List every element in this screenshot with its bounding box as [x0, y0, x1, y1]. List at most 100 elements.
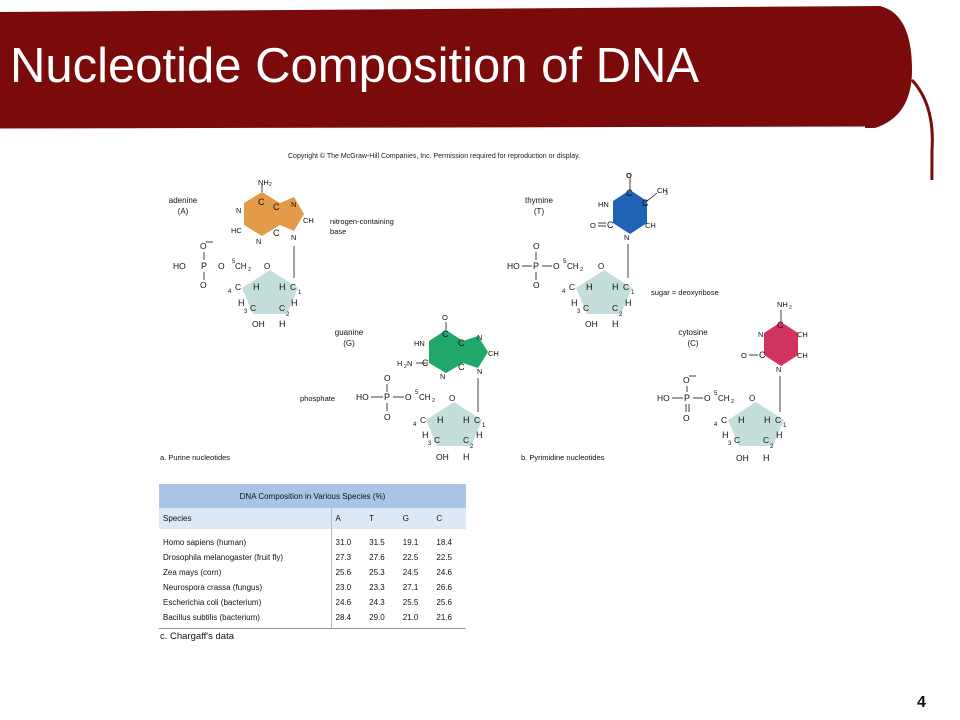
svg-text:O: O [200, 241, 207, 251]
svg-text:C: C [235, 282, 241, 292]
value-cell: 28.4 [331, 610, 366, 629]
svg-text:CH: CH [718, 394, 730, 403]
adenine-nucleotide: adenine (A) NH 2 C C N N CH HC N C N nit… [169, 178, 394, 329]
svg-text:H: H [722, 430, 729, 440]
svg-text:H: H [764, 415, 771, 425]
adenine-six-ring [244, 192, 280, 236]
svg-text:O: O [218, 261, 225, 271]
value-cell: 24.3 [369, 598, 385, 607]
svg-text:H: H [612, 282, 619, 292]
guanine-atom-c4: C [458, 362, 465, 372]
svg-text:2: 2 [248, 267, 251, 273]
svg-text:C: C [623, 282, 629, 292]
header-t: T [365, 508, 399, 529]
svg-text:3: 3 [244, 309, 248, 315]
svg-text:C: C [290, 282, 296, 292]
svg-text:H: H [279, 319, 286, 329]
svg-text:O: O [683, 375, 690, 385]
svg-text:O: O [405, 392, 412, 402]
svg-text:HO: HO [657, 393, 670, 403]
svg-text:2: 2 [470, 444, 474, 450]
cytosine-sugar-ring [728, 402, 784, 446]
svg-text:C: C [583, 303, 589, 313]
cytosine-abbr: (C) [687, 339, 698, 348]
svg-text:5: 5 [714, 391, 718, 397]
thymine-atom-c1: C [626, 188, 633, 198]
adenine-annotation-1: nitrogen-containing [330, 217, 394, 226]
svg-text:O: O [749, 394, 755, 403]
svg-text:HO: HO [356, 392, 369, 402]
value-cell: 23.3 [369, 583, 385, 592]
svg-text:O: O [704, 393, 711, 403]
chargaff-table: DNA Composition in Various Species (%) S… [159, 484, 466, 629]
svg-text:H: H [738, 415, 745, 425]
svg-text:OH: OH [252, 319, 265, 329]
svg-text:HO: HO [507, 261, 520, 271]
svg-text:O: O [683, 413, 690, 423]
header-species: Species [159, 508, 332, 529]
adenine-sugar-ring [242, 270, 298, 314]
svg-text:H: H [422, 430, 429, 440]
guanine-atom-c1: C [442, 329, 449, 339]
svg-text:1: 1 [783, 423, 787, 429]
svg-text:CH: CH [235, 262, 247, 271]
table-header-row: Species A T G C [159, 508, 466, 529]
value-cell: 27.1 [402, 583, 419, 592]
svg-text:5: 5 [415, 390, 419, 396]
value-cell: 26.6 [436, 583, 452, 592]
thymine-abbr: (T) [534, 207, 545, 216]
svg-text:O: O [264, 262, 270, 271]
svg-text:H: H [571, 298, 578, 308]
svg-text:4: 4 [562, 289, 566, 295]
guanine-atom-h2n: H [397, 359, 402, 368]
svg-text:H: H [463, 452, 470, 462]
svg-text:H: H [463, 415, 470, 425]
guanine-atom-n1: N [477, 333, 482, 342]
svg-text:H: H [586, 282, 593, 292]
copyright-notice: Copyright © The McGraw-Hill Companies, I… [288, 153, 581, 160]
guanine-five-ring [463, 336, 488, 368]
svg-text:1: 1 [631, 290, 635, 296]
deoxyribose-annotation: sugar = deoxyribose [651, 288, 719, 297]
thymine-atom-hn: HN [598, 200, 609, 209]
slide-number: 4 [917, 694, 926, 711]
svg-text:2: 2 [619, 312, 623, 318]
svg-text:C: C [474, 415, 480, 425]
svg-text:HO: HO [173, 261, 186, 271]
svg-text:C: C [721, 415, 727, 425]
svg-text:O: O [384, 373, 391, 383]
svg-text:H: H [291, 298, 298, 308]
svg-text:O: O [384, 412, 391, 422]
svg-text:OH: OH [585, 319, 598, 329]
value-cell: 27.6 [369, 553, 385, 562]
adenine-atom-ch: CH [303, 216, 314, 225]
svg-text:O: O [533, 280, 540, 290]
svg-text:H: H [612, 319, 619, 329]
adenine-atom-c3: C [273, 228, 280, 238]
adenine-five-ring [280, 197, 304, 231]
value-cell: 31.5 [369, 538, 385, 547]
svg-text:1: 1 [482, 423, 486, 429]
species-cell: Escherichia coli (bacterium) [159, 595, 332, 610]
species-cell: Homo sapiens (human) [159, 529, 332, 550]
svg-text:2: 2 [404, 364, 407, 370]
svg-text:2: 2 [580, 267, 583, 273]
banner-underline [0, 126, 866, 132]
svg-text:H: H [476, 430, 483, 440]
banner-side-curve [910, 78, 934, 180]
value-cell: 24.6 [436, 568, 452, 577]
svg-text:2: 2 [731, 399, 734, 405]
guanine-atom-c3: C [422, 358, 429, 368]
thymine-atom-ch3: CH [657, 186, 668, 195]
svg-text:H: H [279, 282, 286, 292]
cytosine-atom-ch1: CH [797, 330, 808, 339]
value-cell: 25.5 [402, 598, 419, 607]
value-cell: 29.0 [365, 610, 399, 629]
thymine-atom-o2: O [590, 221, 596, 230]
svg-text:H: H [776, 430, 783, 440]
svg-text:O: O [200, 280, 207, 290]
